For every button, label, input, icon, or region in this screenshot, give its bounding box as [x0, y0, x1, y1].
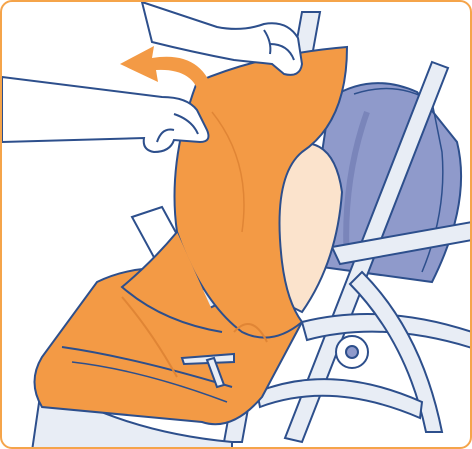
left-hand-icon [2, 77, 208, 152]
seat-liner-back [122, 47, 347, 342]
